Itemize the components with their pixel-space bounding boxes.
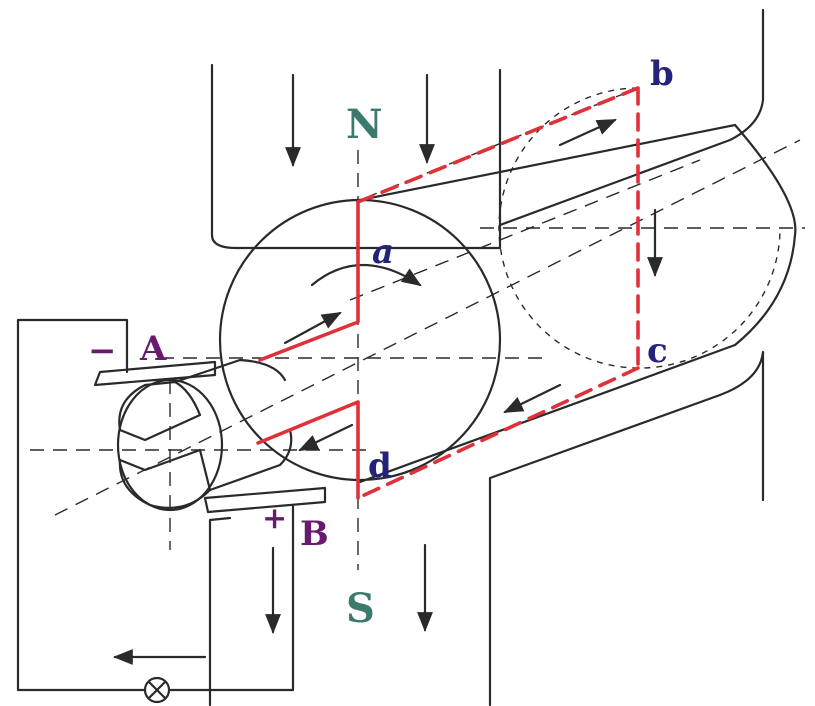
sign-minus: − [88, 331, 117, 371]
pole-label-north: N [346, 101, 383, 148]
brush-label-b: B [300, 514, 329, 554]
south-pole-piece [208, 350, 765, 706]
commutator-sleeve [173, 358, 293, 492]
corner-label-a: a [372, 232, 394, 272]
armature-bottom-edge [358, 343, 737, 484]
coil-front-side [256, 200, 360, 500]
armature-front-circle [218, 198, 502, 482]
corner-label-b: b [650, 54, 674, 94]
commutator-end-ring [116, 378, 224, 512]
armature-rear-circle-hidden [498, 87, 781, 369]
commutator-upper-half [118, 380, 202, 442]
rear-diagonal [349, 159, 701, 301]
current-arrow-front-out [298, 423, 354, 452]
current-arrow-bottom [503, 383, 562, 414]
shaft-axis [54, 139, 801, 516]
armature-rear-cap [733, 123, 797, 347]
brush-label-a: A [139, 329, 167, 369]
coil-side-cd [356, 366, 640, 500]
corner-label-d: d [368, 446, 392, 486]
current-arrow-front-in [283, 311, 342, 345]
external-circuit [16, 318, 295, 692]
rotation-arrow [310, 263, 422, 287]
corner-label-c: c [647, 331, 668, 371]
brush-a [93, 360, 217, 387]
north-pole-piece [210, 8, 765, 250]
current-arrow-top [558, 118, 617, 147]
brush-b [203, 486, 327, 514]
armature-top-edge [358, 123, 737, 202]
sign-plus: + [262, 501, 287, 536]
coil-side-ab [356, 86, 640, 204]
pole-label-south: S [346, 585, 375, 632]
lamp-icon [143, 676, 171, 704]
commutator-lower-half [118, 448, 212, 509]
